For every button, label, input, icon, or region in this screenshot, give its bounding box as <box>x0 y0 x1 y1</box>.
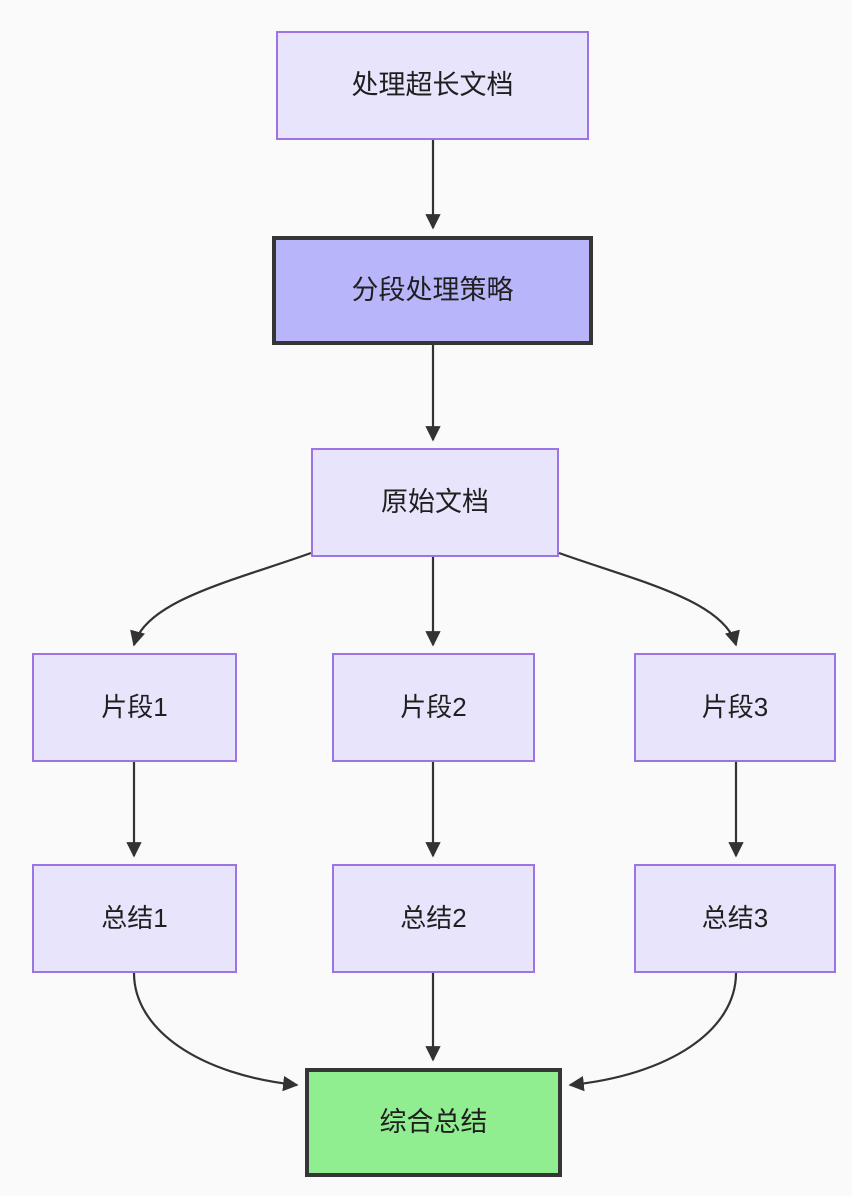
edge-n9-n10 <box>568 972 738 1092</box>
edge-n3-n6 <box>558 551 740 647</box>
node-label: 总结1 <box>101 903 168 934</box>
node-label: 综合总结 <box>379 1106 488 1137</box>
node-fragment-2[interactable]: 片段2 <box>332 653 535 762</box>
node-original-document[interactable]: 原始文档 <box>311 448 559 557</box>
node-label: 片段1 <box>101 692 168 723</box>
node-label: 分段处理策略 <box>351 274 514 305</box>
node-summary-3[interactable]: 总结3 <box>634 864 836 973</box>
node-label: 总结3 <box>701 903 769 934</box>
node-label: 片段2 <box>400 692 467 723</box>
node-chunking-strategy[interactable]: 分段处理策略 <box>272 236 593 345</box>
node-label: 片段3 <box>701 692 769 723</box>
node-label: 总结2 <box>400 903 467 934</box>
node-fragment-3[interactable]: 片段3 <box>634 653 836 762</box>
node-comprehensive-summary[interactable]: 综合总结 <box>305 1068 562 1177</box>
edge-n3-n4 <box>130 551 312 647</box>
node-label: 处理超长文档 <box>351 69 514 100</box>
node-summary-2[interactable]: 总结2 <box>332 864 535 973</box>
node-summary-1[interactable]: 总结1 <box>32 864 237 973</box>
edge-n7-n10 <box>132 972 299 1092</box>
node-process-long-document[interactable]: 处理超长文档 <box>276 31 589 140</box>
node-label: 原始文档 <box>381 486 489 517</box>
node-fragment-1[interactable]: 片段1 <box>32 653 237 762</box>
